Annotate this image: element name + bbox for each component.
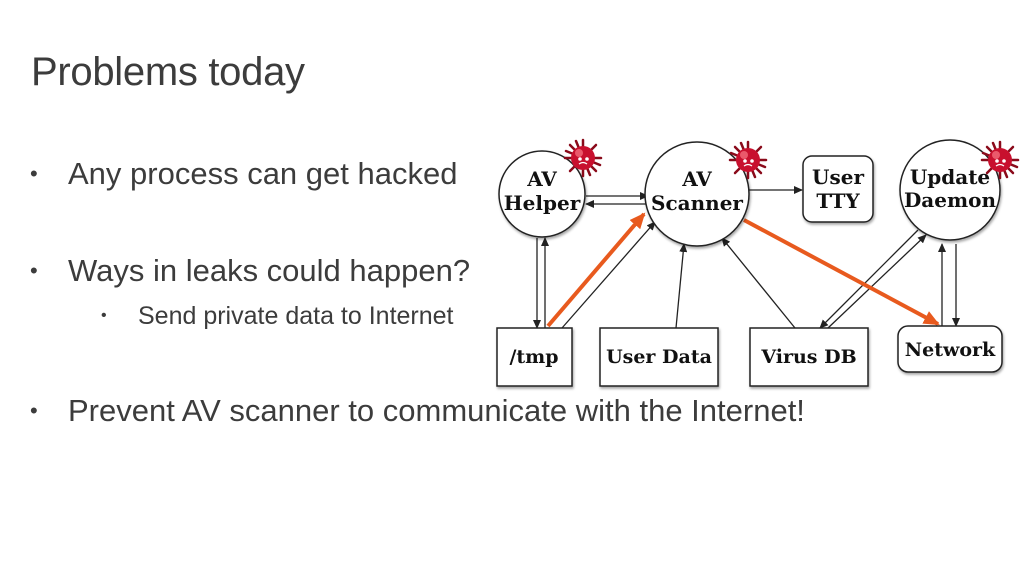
- bullet-2: • Ways in leaks could happen?: [30, 249, 471, 293]
- bullet-dot: •: [30, 258, 38, 283]
- edge-daemon-to-virusdb: [819, 229, 919, 329]
- node-av-scanner: AV Scanner: [644, 141, 750, 247]
- bullet-1-text: Any process can get hacked: [68, 156, 458, 191]
- node-tmp-label: /tmp: [509, 346, 558, 368]
- node-network: Network: [897, 325, 1003, 373]
- node-virus-db-label: Virus DB: [760, 346, 856, 368]
- bullet-dot: •: [30, 161, 38, 186]
- bullet-3: • Prevent AV scanner to communicate with…: [30, 389, 805, 433]
- node-user-tty: User TTY: [802, 155, 874, 223]
- sub-bullet-1-text: Send private data to Internet: [138, 302, 454, 330]
- virus-icon: [563, 138, 603, 178]
- node-user-tty-line1: User: [812, 165, 864, 189]
- node-av-helper: AV Helper: [498, 150, 586, 238]
- leak-arrow-tmp-to-scanner: [546, 212, 646, 328]
- node-update-daemon: Update Daemon: [899, 139, 1001, 241]
- bullet-2-text: Ways in leaks could happen?: [68, 253, 471, 288]
- virus-icon: [728, 140, 768, 180]
- node-user-data-label: User Data: [606, 346, 712, 368]
- virus-icon: [980, 140, 1020, 180]
- node-av-helper-line2: Helper: [504, 191, 581, 215]
- node-user-tty-line2: TTY: [816, 189, 860, 213]
- node-av-scanner-line2: Scanner: [651, 191, 743, 215]
- node-update-daemon-line2: Daemon: [904, 188, 997, 212]
- bullet-3-text: Prevent AV scanner to communicate with t…: [68, 393, 805, 428]
- node-update-daemon-line1: Update: [910, 165, 990, 189]
- sub-bullet-1: • Send private data to Internet: [101, 299, 454, 333]
- node-av-helper-line1: AV: [526, 167, 557, 191]
- leak-arrow-scanner-to-network: [743, 218, 940, 326]
- node-network-label: Network: [905, 339, 996, 361]
- node-av-scanner-line1: AV: [681, 167, 712, 191]
- edge-tmp-to-scanner: [561, 221, 656, 329]
- slide-title: Problems today: [31, 50, 305, 94]
- edges: [533, 186, 960, 329]
- edge-userdata-to-scanner: [675, 243, 688, 329]
- bullet-dot: •: [30, 398, 38, 423]
- bullet-dot: •: [101, 307, 107, 324]
- node-user-data: User Data: [599, 327, 719, 387]
- bullet-1: • Any process can get hacked: [30, 152, 458, 196]
- node-tmp: /tmp: [496, 327, 573, 387]
- edge-virusdb-to-daemon: [827, 234, 927, 329]
- node-virus-db: Virus DB: [749, 327, 869, 387]
- edge-virusdb-to-scanner: [721, 237, 796, 329]
